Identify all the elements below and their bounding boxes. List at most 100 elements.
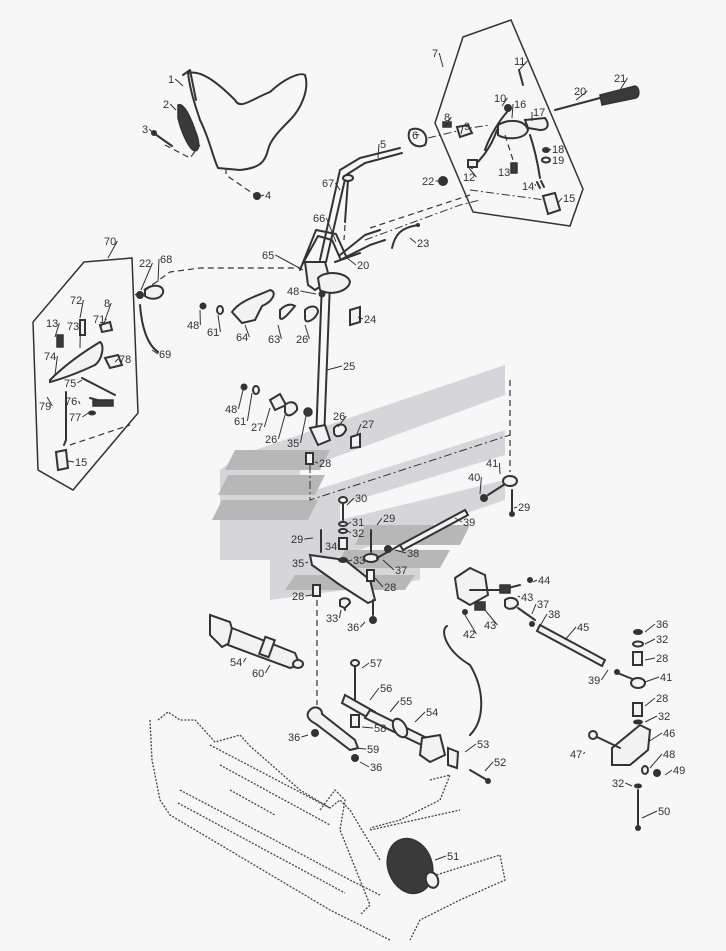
callout-number: 46	[663, 728, 675, 740]
callout-number: 20	[357, 260, 369, 272]
callout-32: 32	[612, 778, 633, 790]
right-switch-group-frame	[434, 19, 584, 227]
tie-rod-part	[398, 508, 470, 552]
leader-line	[246, 392, 253, 422]
leader-line	[107, 240, 118, 259]
steering-arm-part	[611, 723, 652, 766]
callout-37: 37	[382, 559, 407, 577]
leader-line	[513, 506, 518, 509]
callout-number: 20	[574, 86, 586, 98]
callout-number: 22	[139, 258, 151, 270]
callout-number: 41	[660, 672, 672, 684]
leader-line	[140, 262, 153, 291]
leader-line	[389, 700, 400, 713]
callout-26: 26	[265, 414, 286, 446]
leader-line	[583, 751, 586, 755]
callout-48: 48	[187, 309, 201, 332]
callout-11: 11	[514, 56, 528, 71]
callout-13: 13	[498, 167, 512, 179]
callout-12: 12	[463, 167, 477, 184]
leader-line	[357, 316, 364, 320]
left-switch-group-frame	[32, 257, 139, 491]
callout-number: 8	[444, 112, 450, 124]
callout-50: 50	[641, 806, 670, 819]
leader-line	[305, 594, 313, 597]
callout-number: 48	[287, 286, 299, 298]
callout-number: 22	[422, 176, 434, 188]
callout-13: 13	[46, 318, 60, 338]
callout-number: 61	[207, 327, 219, 339]
callout-61: 61	[207, 314, 221, 339]
callout-15: 15	[67, 457, 87, 469]
callout-number: 36	[370, 762, 382, 774]
callout-67: 67	[322, 178, 341, 191]
clamp-plate-part	[455, 123, 474, 139]
leader-line	[409, 237, 417, 244]
nut-part	[253, 192, 261, 200]
callout-32: 32	[347, 528, 364, 540]
leader-line	[67, 460, 75, 463]
callout-number: 6	[412, 130, 418, 142]
callout-44: 44	[532, 575, 550, 587]
callout-number: 60	[252, 668, 264, 680]
leader-line	[263, 407, 271, 428]
callout-36: 36	[644, 619, 668, 633]
callout-number: 14	[522, 181, 534, 193]
grip-pad-part	[177, 103, 200, 152]
callout-number: 16	[514, 99, 526, 111]
callout-70: 70	[104, 236, 118, 259]
callout-17: 17	[531, 107, 545, 121]
callout-26: 26	[333, 411, 347, 428]
callout-10: 10	[494, 93, 508, 107]
left-connector-part	[54, 448, 70, 472]
callout-number: 76	[65, 396, 77, 408]
callout-number: 4	[265, 190, 271, 202]
callout-number: 49	[673, 765, 685, 777]
callout-60: 60	[252, 664, 271, 680]
leader-line	[114, 358, 119, 363]
leader-line	[337, 415, 347, 428]
housing-part	[453, 566, 490, 607]
callout-number: 47	[570, 749, 582, 761]
callout-8: 8	[104, 298, 112, 321]
callout-number: 23	[417, 238, 429, 250]
leader-line	[376, 517, 383, 526]
leader-line	[468, 167, 477, 178]
callout-number: 12	[463, 172, 475, 184]
leader-line	[151, 349, 159, 355]
leader-line	[374, 577, 384, 588]
callout-47: 47	[570, 749, 586, 761]
leader-line	[361, 726, 374, 729]
callout-21: 21	[614, 73, 628, 91]
callout-number: 40	[468, 472, 480, 484]
callout-number: 26	[333, 411, 345, 423]
leader-line	[549, 148, 552, 151]
leader-line	[347, 521, 352, 525]
callout-7: 7	[432, 48, 444, 68]
callout-36: 36	[347, 621, 366, 634]
callout-71: 71	[93, 314, 107, 329]
callout-number: 27	[362, 419, 374, 431]
callout-number: 78	[119, 354, 131, 366]
leader-line	[356, 423, 362, 435]
leader-line	[532, 579, 538, 583]
callout-32: 32	[644, 711, 670, 723]
leader-line	[217, 314, 221, 333]
callout-number: 44	[538, 575, 550, 587]
callout-34: 34	[325, 541, 339, 553]
callout-31: 31	[347, 517, 364, 529]
leader-line	[300, 290, 317, 295]
leader-line	[54, 355, 58, 376]
callout-number: 57	[370, 658, 382, 670]
leader-line	[275, 254, 304, 271]
callout-number: 79	[39, 401, 51, 413]
leader-line	[518, 60, 528, 71]
callout-number: 74	[44, 351, 56, 363]
callout-number: 65	[262, 250, 274, 262]
callout-number: 36	[347, 622, 359, 634]
handlebar-yoke-part	[299, 229, 347, 271]
callout-35: 35	[292, 558, 309, 570]
leader-line	[454, 517, 463, 523]
leader-line	[557, 197, 563, 204]
callout-number: 70	[104, 236, 116, 248]
